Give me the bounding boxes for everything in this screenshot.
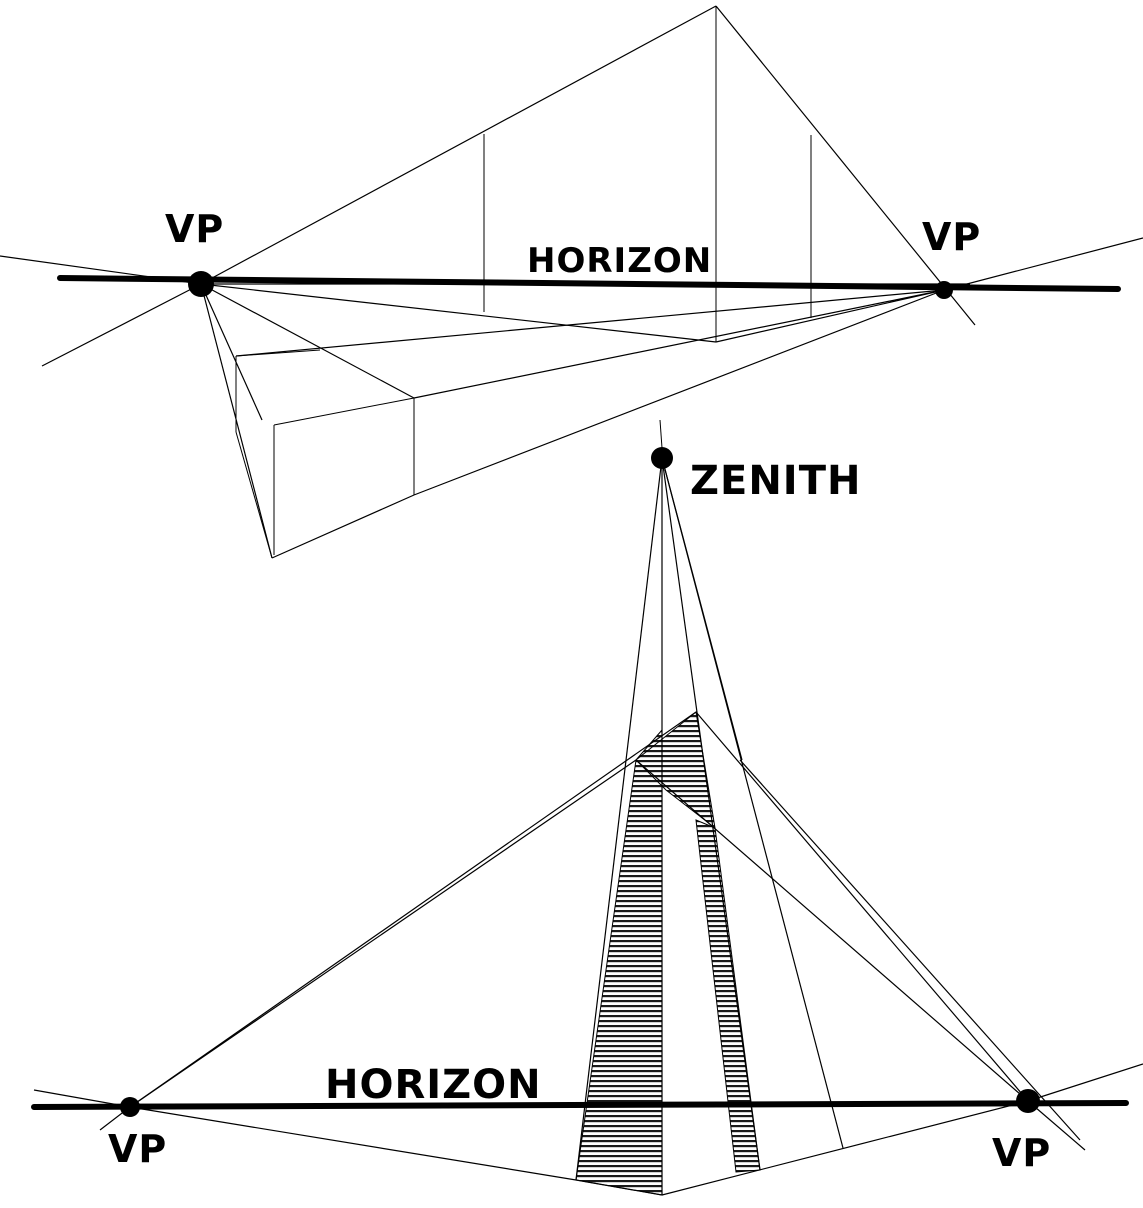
top-large-box [483, 6, 812, 342]
top-horizon-label: HORIZON [527, 241, 712, 281]
three-point-perspective: ZENITH HORIZON VP VP [31, 419, 1143, 1196]
top-vp-left-label: VP [165, 207, 224, 251]
bottom-vp-right-dot [1016, 1089, 1040, 1113]
top-small-box [235, 349, 415, 559]
bottom-horizon-label: HORIZON [325, 1062, 542, 1108]
bottom-vp-left-label: VP [108, 1127, 167, 1171]
shaded-face-right [695, 819, 761, 1173]
top-vp-left-dot [188, 271, 214, 297]
two-point-perspective: VP VP HORIZON [0, 5, 1143, 559]
top-vp-right-label: VP [922, 215, 981, 259]
zenith-dot [651, 447, 673, 469]
zenith-tick [659, 419, 663, 449]
top-vp-right-dot [935, 281, 953, 299]
bottom-vp-right-label: VP [992, 1131, 1051, 1175]
bottom-horizon-line [31, 1100, 1129, 1110]
bottom-vp-left-dot [120, 1097, 140, 1117]
zenith-label: ZENITH [690, 458, 861, 504]
top-construction-lines [0, 5, 1143, 559]
shaded-face-left [575, 728, 663, 1196]
bottom-construction-lines [33, 457, 1143, 1196]
